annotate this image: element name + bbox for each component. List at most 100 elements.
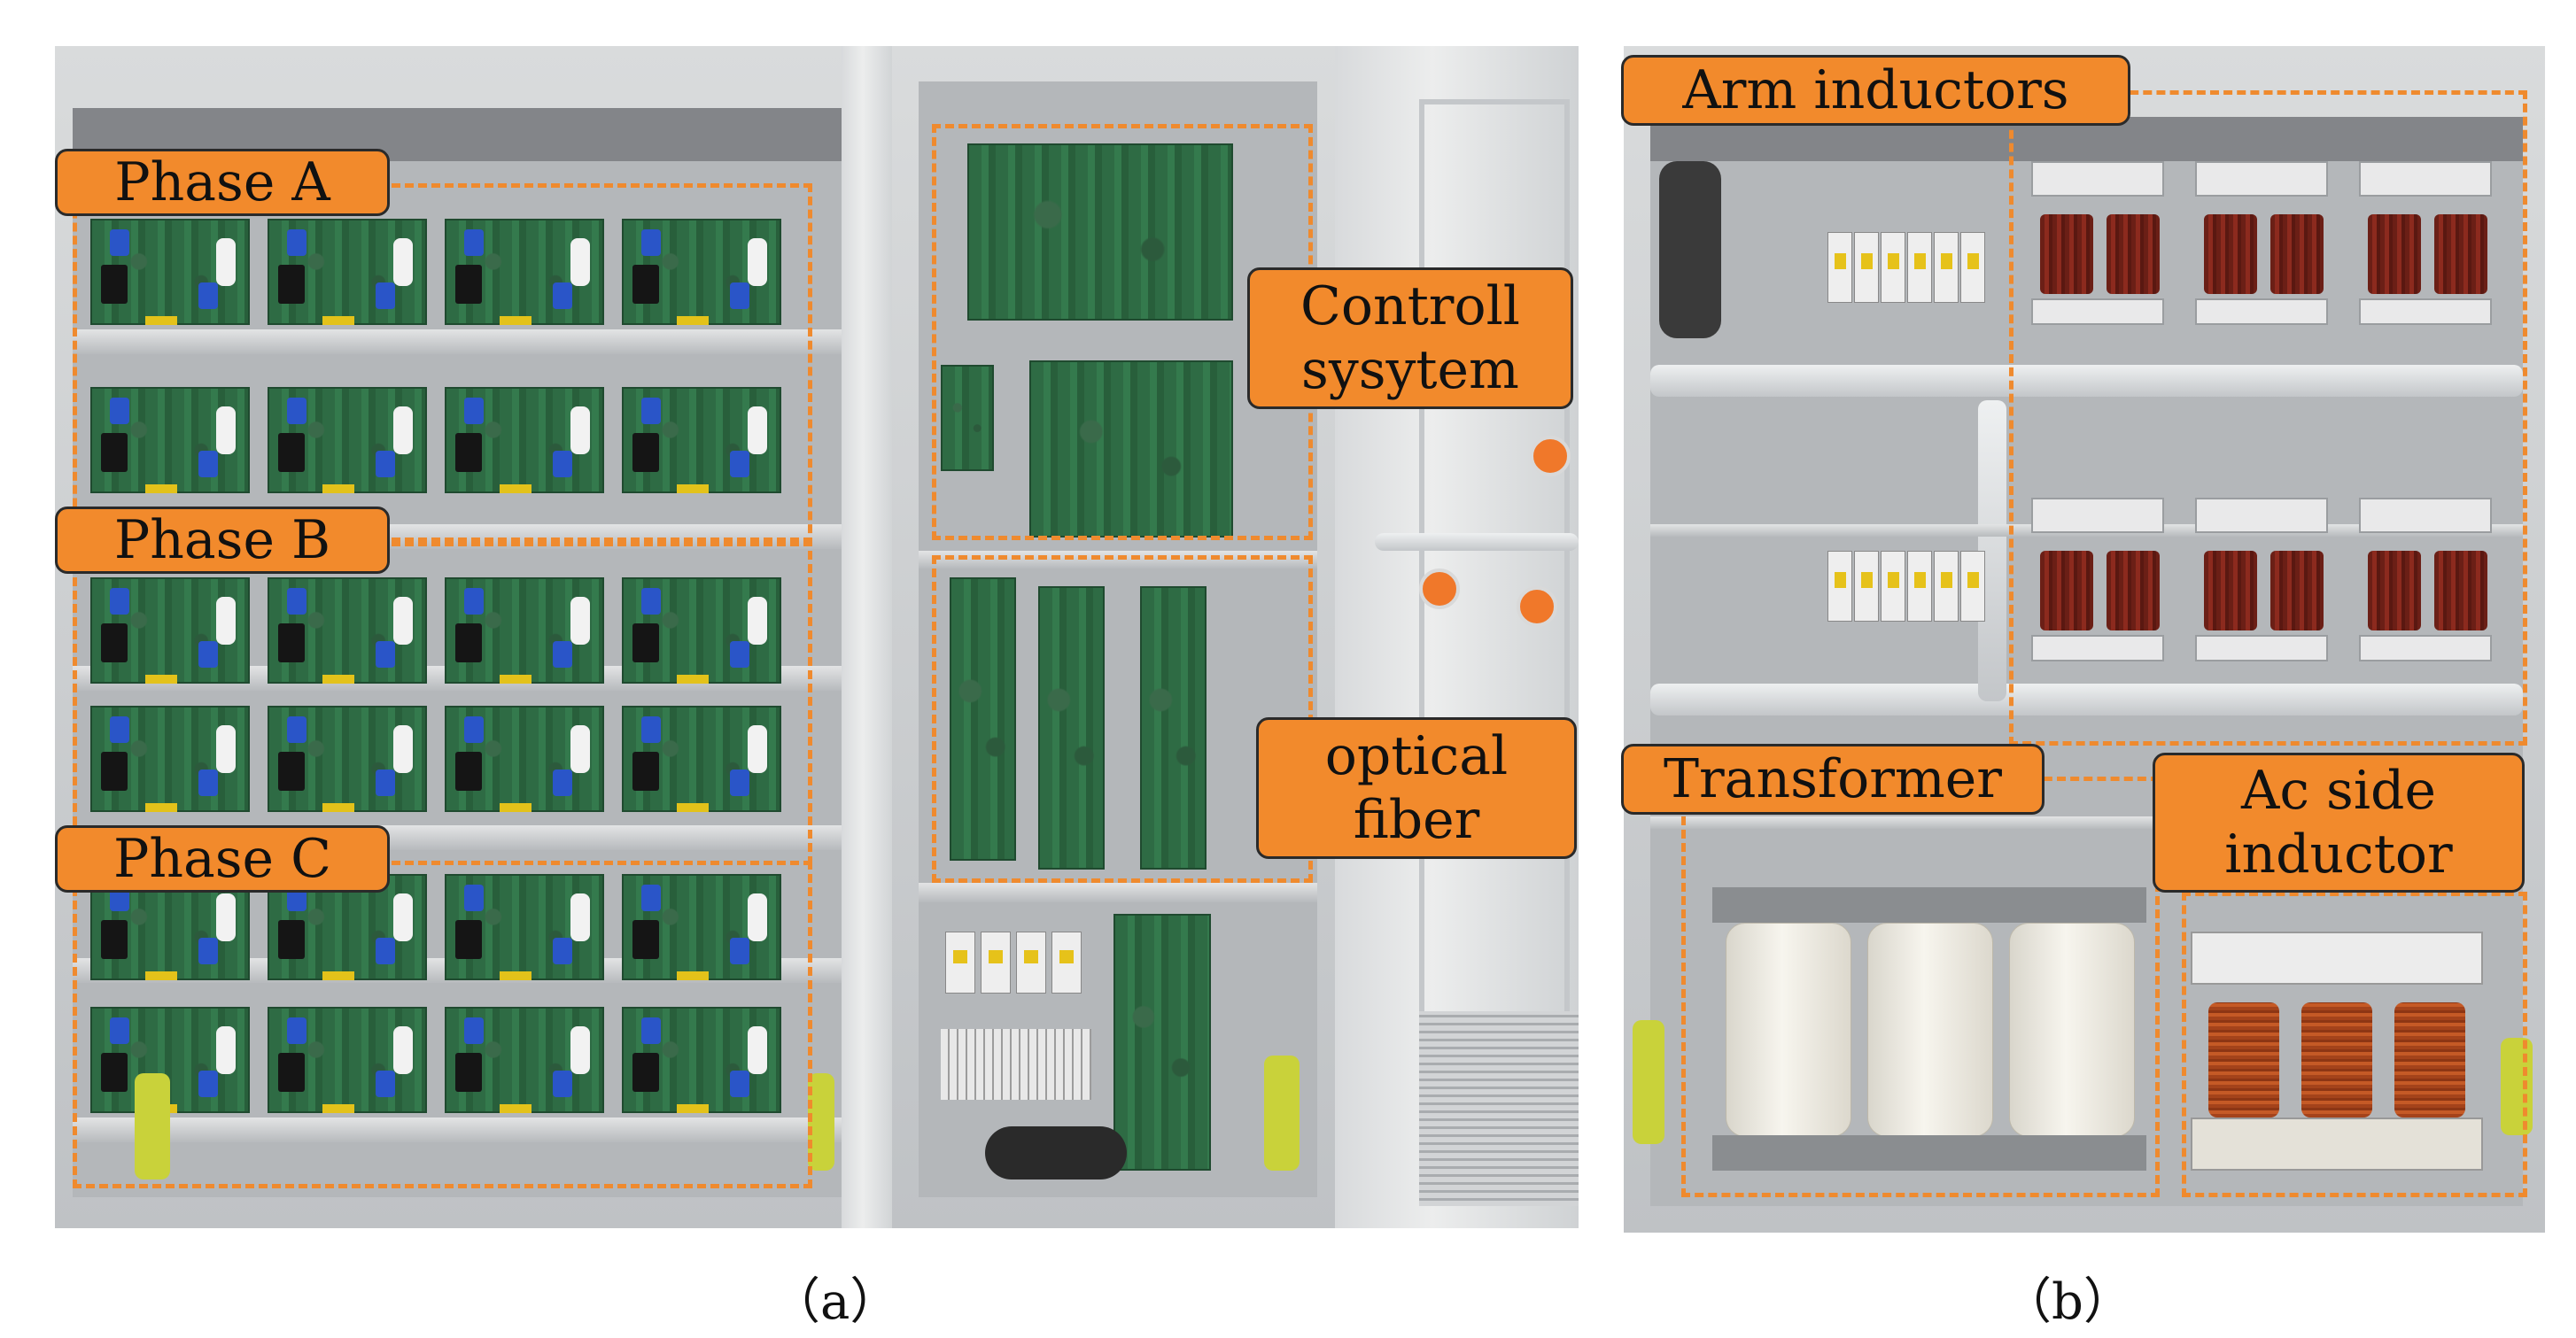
pcb-component [632,920,659,959]
breaker [1854,551,1879,622]
inductor-bracket [2031,498,2164,533]
transformer-label: Transformer [1621,744,2045,815]
pcb-component [322,675,354,684]
pcb-component [455,265,482,304]
pcb-component [730,938,749,964]
pcb-component [500,675,531,684]
pcb-component [287,229,306,256]
pcb-component [287,398,306,424]
pcb-board [90,219,250,325]
pcb-component [464,885,484,911]
inductor-bracket [2359,635,2492,661]
inductor-bracket [2359,298,2492,325]
pcb-component [553,770,572,796]
pcb-component [730,641,749,668]
pcb-component [110,398,129,424]
pcb-component [641,588,661,615]
phase-b-region [73,538,812,865]
breaker [1827,551,1852,622]
phase-c-region [73,861,812,1188]
pcb-component [393,597,413,645]
pcb-component [110,229,129,256]
pcb-board [268,706,427,812]
pcb-component [500,1104,531,1113]
inductor-bracket [2031,161,2164,197]
pcb-component [101,433,128,472]
pcb-component [748,406,767,454]
pcb-board [622,1007,781,1113]
pcb-component [748,597,767,645]
pcb-component [278,623,305,662]
breaker [1881,551,1905,622]
pcb-component [287,1017,306,1044]
inductor-coil [2107,214,2160,294]
pcb-component [455,1053,482,1092]
breaker [1881,232,1905,303]
pcb-component [110,716,129,743]
pcb-component [730,451,749,477]
pcb-board [622,219,781,325]
arm-inductors-label: Arm inductors [1621,55,2130,126]
breaker [1960,232,1985,303]
pcb-component [570,597,590,645]
pcb-component [464,229,484,256]
pcb-component [748,893,767,941]
pcb-component [748,238,767,286]
pcb-component [748,1026,767,1074]
pcb-board [90,387,250,493]
pcb-component [455,623,482,662]
pcb-component [632,623,659,662]
pcb-component [198,770,218,796]
ac-side-inductor-region [2182,892,2527,1197]
pcb-component [393,893,413,941]
pcb-component [216,238,236,286]
pcb-component [216,893,236,941]
pcb-component [570,893,590,941]
pcb-component [198,641,218,668]
pcb-component [393,406,413,454]
pcb-component [677,484,709,493]
pcb-component [641,1017,661,1044]
optical-fiber-label: optical fiber [1256,717,1577,859]
pcb-component [322,803,354,812]
pcb-component [455,752,482,791]
inductor-coil [2204,551,2257,630]
pcb-component [641,885,661,911]
photo-b-inductor-cabinet [1624,46,2545,1233]
pcb-component [393,238,413,286]
pcb-component [376,451,395,477]
pcb-component [500,484,531,493]
inductor-coil [2270,214,2324,294]
pcb-board [268,1007,427,1113]
pcb-component [393,1026,413,1074]
pcb-board [622,387,781,493]
pcb-component [322,971,354,980]
breaker [1934,232,1959,303]
breaker [1907,551,1932,622]
inductor-bracket [2195,161,2328,197]
pcb-board [445,1007,604,1113]
inductor-coil [2368,214,2421,294]
pcb-board [90,577,250,684]
pcb-component [278,920,305,959]
phase-a-label: Phase A [55,149,390,216]
pcb-component [101,265,128,304]
pcb-component [553,451,572,477]
pcb-component [553,938,572,964]
pcb-component [376,938,395,964]
pcb-component [198,938,218,964]
phase-b-label: Phase B [55,507,390,574]
pcb-component [278,752,305,791]
pcb-component [464,588,484,615]
pcb-component [376,1071,395,1097]
inductor-coil [2107,551,2160,630]
pcb-component [730,282,749,309]
pcb-component [632,433,659,472]
pcb-component [322,484,354,493]
pcb-component [464,716,484,743]
pcb-component [393,725,413,773]
pcb-board [90,706,250,812]
pcb-component [216,1026,236,1074]
pcb-component [198,1071,218,1097]
phase-c-label: Phase C [55,825,390,893]
